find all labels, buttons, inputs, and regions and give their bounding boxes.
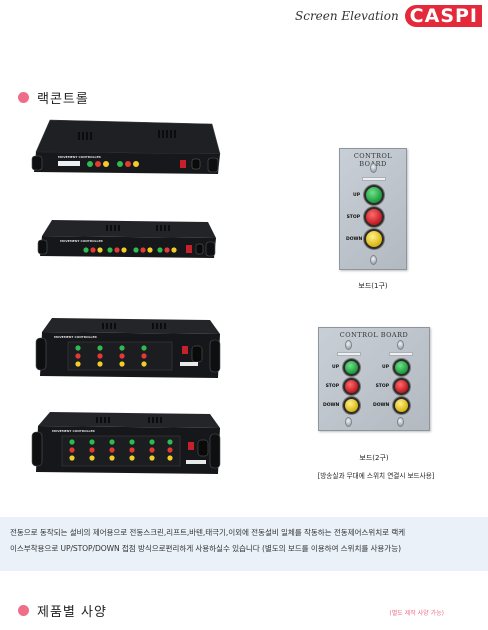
description-line-1: 전동으로 동작되는 설비의 제어용으로 전동스크린,리프트,바텐,태극기,이외에… <box>10 528 406 537</box>
left-stop-button[interactable] <box>343 378 360 395</box>
board-title-2: CONTROL BOARD <box>339 331 409 339</box>
up-label: UP <box>332 365 339 370</box>
down-button[interactable] <box>364 229 384 249</box>
section-rack-control: 랙콘트롤 <box>18 88 89 107</box>
board2-caption: 보드(2구) <box>359 454 389 462</box>
screw-icon <box>370 255 377 265</box>
board2-subcaption: [방송실과 무대에 스위치 연결시 보드사용] <box>317 472 435 480</box>
screw-icon <box>397 340 404 350</box>
spec-note: (별도 제작 사양 가능) <box>389 610 444 617</box>
down-label: DOWN <box>373 403 390 408</box>
up-button[interactable] <box>364 185 384 205</box>
controller-unit-2: MOVEMENT CONTROLLER <box>36 218 220 262</box>
board2-right-stop-row: STOP <box>373 378 410 395</box>
board1-stop-row: STOP <box>346 207 384 227</box>
description-line-2: 이스부착용으로 UP/STOP/DOWN 접점 방식으로편리하게 사용하실수 있… <box>10 544 401 553</box>
controller-unit-4: MOVEMENT CONTROLLER <box>26 410 230 480</box>
controller-label-3: MOVEMENT CONTROLLER <box>54 335 97 339</box>
bullet-dot-icon <box>18 605 29 616</box>
down-label: DOWN <box>323 403 340 408</box>
section-title-spec: 제품별 사양 <box>37 605 107 620</box>
stop-label: STOP <box>325 384 339 389</box>
controller-label-4: MOVEMENT CONTROLLER <box>52 429 95 433</box>
left-down-button[interactable] <box>343 397 360 414</box>
controller-label-2: MOVEMENT CONTROLLER <box>60 239 103 243</box>
board2-left-stop-row: STOP <box>323 378 360 395</box>
caspi-logo: CASPI <box>404 5 482 27</box>
controller-unit-3: MOVEMENT CONTROLLER <box>32 316 228 382</box>
board2-left-up-row: UP <box>323 359 360 376</box>
board2-right-down-row: DOWN <box>373 397 410 414</box>
name-plate <box>337 352 361 356</box>
controller-label-1: MOVEMENT CONTROLLER <box>58 155 101 159</box>
down-label: DOWN <box>346 236 363 242</box>
board2-left-down-row: DOWN <box>323 397 360 414</box>
section-title-rack: 랙콘트롤 <box>37 92 89 107</box>
up-label: UP <box>353 192 360 198</box>
board1-down-row: DOWN <box>346 229 384 249</box>
board2-right-up-row: UP <box>373 359 410 376</box>
name-plate <box>362 177 386 181</box>
logo-text: CASPI <box>404 5 482 27</box>
control-board-1: CONTROL BOARD UP STOP DOWN <box>339 148 407 270</box>
description-band: 전동으로 동작되는 설비의 제어용으로 전동스크린,리프트,바텐,태극기,이외에… <box>0 517 488 571</box>
name-plate <box>389 352 413 356</box>
right-down-button[interactable] <box>393 397 410 414</box>
brand-tagline: Screen Elevation <box>295 9 399 23</box>
right-up-button[interactable] <box>393 359 410 376</box>
bullet-dot-icon <box>18 92 29 103</box>
control-board-2: CONTROL BOARD UP STOP DOWN UP STOP DOWN <box>318 327 430 431</box>
screw-icon <box>345 340 352 350</box>
board1-up-row: UP <box>346 185 384 205</box>
stop-button[interactable] <box>364 207 384 227</box>
stop-label: STOP <box>346 214 360 220</box>
screw-icon <box>397 417 404 427</box>
controller-unit-1: MOVEMENT CONTROLLER <box>28 118 222 180</box>
screw-icon <box>370 163 377 173</box>
left-up-button[interactable] <box>343 359 360 376</box>
brand-header: Screen Elevation CASPI <box>295 4 482 28</box>
screw-icon <box>345 417 352 427</box>
right-stop-button[interactable] <box>393 378 410 395</box>
stop-label: STOP <box>375 384 389 389</box>
section-spec: 제품별 사양 <box>18 601 107 620</box>
board1-caption: 보드(1구) <box>358 282 388 290</box>
up-label: UP <box>382 365 389 370</box>
